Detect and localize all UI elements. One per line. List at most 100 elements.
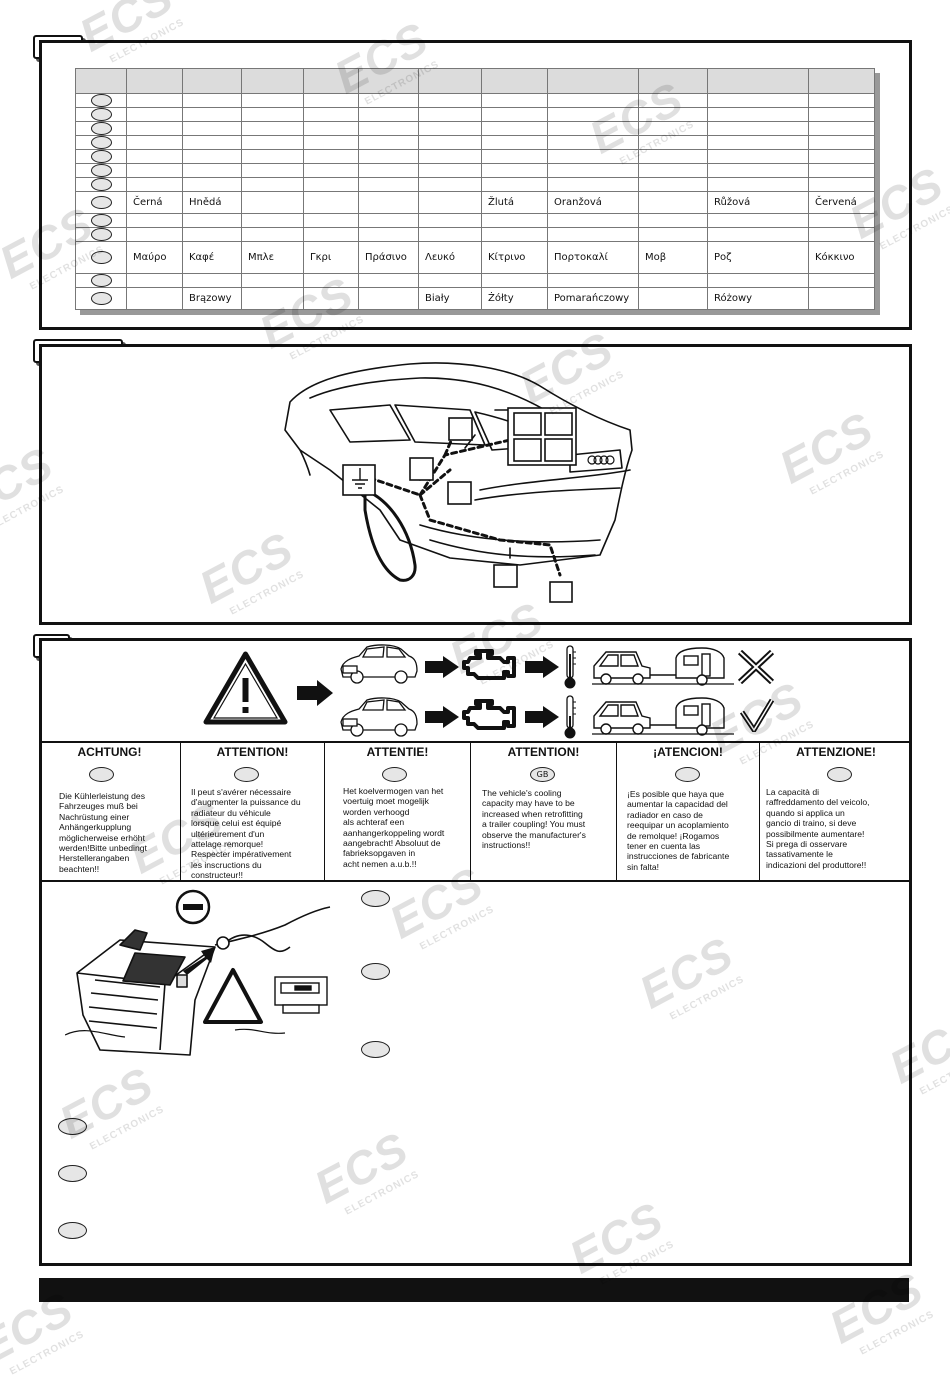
colour-name-cell [808,93,875,108]
colour-name-cell [808,287,875,310]
arrow-icon [525,706,559,728]
colour-name-cell [707,149,809,164]
wire-number-oval [90,274,112,287]
arrow-icon [425,706,459,728]
table-row [75,163,875,178]
colour-name-cell: Λευκό [418,241,482,274]
colour-name-cell [481,177,548,192]
arrow-icon [525,656,559,678]
warning-title: ATTENTION! [216,745,289,759]
callout-box-4 [493,564,518,588]
colour-name-cell [418,135,482,150]
colour-name-cell [547,163,639,178]
table-row [75,213,875,228]
colour-name-cell [126,135,183,150]
colour-name-cell [638,149,708,164]
wire-number-oval [90,150,112,163]
colour-name-cell [358,149,419,164]
colour-name-cell [241,135,304,150]
footer-bar [39,1278,909,1302]
colour-name-cell [707,273,809,288]
colour-name-cell [707,177,809,192]
table-header-cell [481,68,548,94]
wire-number-oval [90,196,112,209]
warning-title: ACHTUNG! [77,745,142,759]
colour-name-cell [241,163,304,178]
table-row [75,227,875,242]
colour-name-cell [358,121,419,136]
row-oval-cell [75,107,127,122]
language-badge [382,767,407,782]
colour-name-cell [547,121,639,136]
colour-name-cell: Μαύρο [126,241,183,274]
colour-name-cell [241,227,304,242]
car-with-caravan-icon [592,647,734,686]
colour-name-cell [303,107,359,122]
note-oval-5 [58,1165,87,1182]
colour-name-cell [126,177,183,192]
rear-wheel [363,488,417,582]
warning-title: ATTENZIONE! [796,745,876,759]
colour-name-cell [303,121,359,136]
row-oval-cell [75,135,127,150]
colour-name-cell [358,163,419,178]
wire-number-oval [90,108,112,121]
ground-icon [352,468,368,489]
colour-name-cell [547,177,639,192]
colour-name-cell [303,191,359,214]
colour-name-cell [182,135,242,150]
colour-name-cell [418,191,482,214]
colour-name-cell: Biały [418,287,482,310]
colour-name-cell [358,191,419,214]
table-row [75,135,875,150]
minus-icon [175,889,211,925]
colour-name-cell [481,227,548,242]
warning-title: ATTENTIE! [366,745,429,759]
colour-name-cell: Pomarańczowy [547,287,639,310]
warning-title: ATTENTION! [507,745,580,759]
arrow-icon [425,656,459,678]
row-oval-cell [75,93,127,108]
colour-name-cell [126,163,183,178]
colour-name-cell [707,93,809,108]
table-header-cell [241,68,304,94]
check-icon [740,698,774,732]
colour-name-cell [638,213,708,228]
table-row [75,177,875,192]
colour-name-cell [358,135,419,150]
warning-text: The vehicle's cooling capacity may have … [482,788,586,851]
row-oval-cell [75,287,127,310]
colour-name-cell: Γκρι [303,241,359,274]
colour-name-cell [303,213,359,228]
colour-name-cell [707,107,809,122]
language-badge [234,767,259,782]
row-oval-cell [75,121,127,136]
colour-name-cell [241,273,304,288]
colour-name-cell [707,163,809,178]
table-header-cell [303,68,359,94]
car-body-outline [284,362,633,566]
colour-name-cell [182,93,242,108]
language-badge [89,767,114,782]
colour-name-cell [241,93,304,108]
thermometer-icon [564,645,576,689]
colour-name-cell [707,121,809,136]
warning-text: Il peut s'avérer nécessaire d'augmenter … [191,787,301,881]
colour-name-cell [418,273,482,288]
colour-name-cell [481,121,548,136]
colour-name-cell [808,121,875,136]
colour-name-cell [182,213,242,228]
row-oval-cell [75,177,127,192]
colour-name-cell [182,149,242,164]
language-row-bottom [39,880,912,882]
colour-name-cell [303,227,359,242]
warning-text: Die Kühlerleistung des Fahrzeuges muß be… [59,791,147,874]
wire-number-oval [90,164,112,177]
engine-icon [462,699,516,730]
colour-name-cell [808,227,875,242]
callout-box-5 [549,581,573,603]
table-row [75,107,875,122]
colour-name-cell [638,93,708,108]
